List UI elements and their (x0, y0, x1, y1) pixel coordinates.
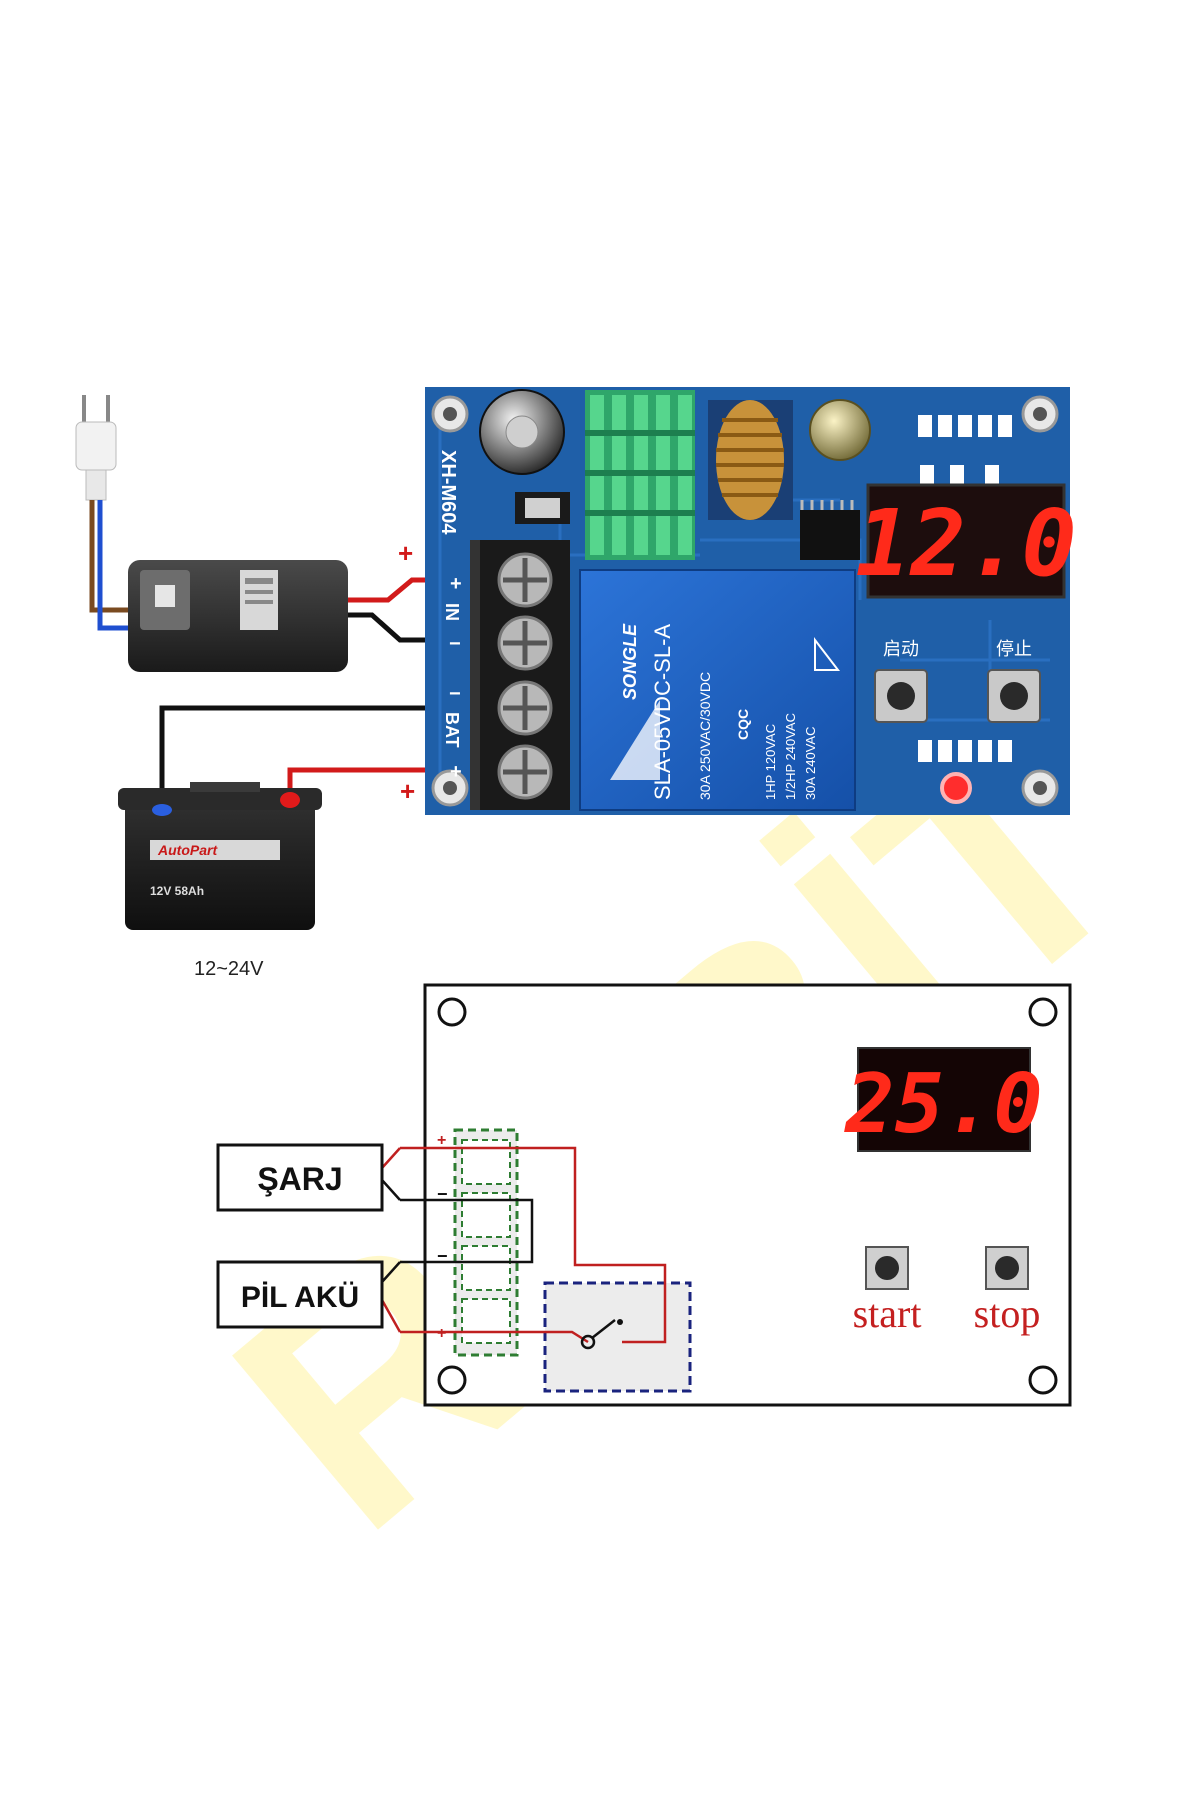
schematic-start-label: start (853, 1291, 922, 1336)
terminal-bat-label: BAT (442, 712, 462, 748)
schematic-relay (543, 1281, 692, 1393)
schematic-wire-internal-minus (400, 1198, 534, 1264)
schematic-wire-charge-plus (400, 1146, 667, 1344)
schematic-wire-pil-plus (380, 1299, 402, 1333)
display-reading: 12.0 (855, 490, 1077, 597)
terminal-in-label: IN (442, 603, 462, 621)
pcb-board: XH-M604 (425, 387, 1077, 815)
wire-plus-top-sign: + (398, 538, 413, 568)
schematic-sign-2: − (437, 1184, 448, 1204)
wire-bat-minus (159, 705, 465, 810)
relay-spec-2: 1HP 120VAC (763, 724, 778, 800)
schematic-stop-button[interactable] (985, 1246, 1029, 1290)
schematic-display-reading: 25.0 (843, 1057, 1042, 1152)
mount-hole (1028, 1365, 1058, 1395)
seven-segment-display (866, 483, 1066, 599)
terminal-block (470, 540, 570, 810)
relay-brand: SONGLE (620, 623, 640, 700)
terminal-screw (497, 680, 553, 736)
board-model-label: XH-M604 (437, 450, 459, 535)
power-plug (75, 395, 117, 501)
terminal-screw (497, 744, 553, 800)
inductor-coil (708, 400, 793, 520)
label-box-pil-aku (216, 1260, 384, 1329)
label-pil-aku: PİL AKÜ (241, 1281, 359, 1314)
label-box-sarj (216, 1143, 384, 1212)
schematic-stop-label: stop (974, 1291, 1041, 1336)
ic-chip (800, 510, 860, 560)
terminal-screw (497, 552, 553, 608)
relay-songle: SONGLE SLA-05VDC-SL-A 30A 250VAC/30VDC C… (579, 569, 856, 811)
mount-hole (1028, 997, 1058, 1027)
warning-triangle-icon (814, 637, 841, 671)
relay-spec-1: 30A 250VAC/30VDC (697, 672, 713, 800)
relay-spec-4: 30A 240VAC (803, 727, 818, 800)
wire-plus-bottom-sign: + (400, 776, 415, 806)
relay-cqc: CQC (735, 709, 751, 740)
terminal-bat-minus: − (449, 683, 461, 705)
heatsink (585, 390, 695, 560)
schematic-sign-3: − (437, 1246, 448, 1266)
schematic-start-button[interactable] (865, 1246, 909, 1290)
schematic-sign-4: + (437, 1325, 446, 1342)
mains-cable-blue (97, 500, 138, 631)
terminal-screw (497, 615, 553, 671)
schematic-wire-sarj-plus (381, 1147, 401, 1169)
label-sarj: ŞARJ (257, 1161, 342, 1197)
battery-voltage-caption: 12~24V (194, 958, 264, 980)
schematic-wire-sarj-minus (381, 1179, 401, 1201)
schematic-wire-pil-minus (381, 1261, 401, 1283)
schematic-board: 25.0 + − − + start stop (400, 983, 1072, 1407)
power-adapter (128, 560, 348, 672)
start-button-label-cn: 启动 (883, 639, 919, 659)
stop-button-label-cn: 停止 (996, 639, 1032, 659)
terminal-in-minus: − (449, 633, 461, 655)
car-battery: AutoPart 12V 58Ah (118, 782, 322, 930)
terminal-bat-plus: + (450, 761, 462, 783)
battery-label: 12V 58Ah (150, 884, 204, 898)
battery-brand: AutoPart (157, 842, 218, 858)
schematic-display (857, 1047, 1031, 1152)
capacitor-small (809, 399, 871, 461)
terminal-in-plus: + (450, 573, 462, 595)
status-led (940, 772, 972, 804)
mount-hole (437, 1365, 467, 1395)
relay-spec-3: 1/2HP 240VAC (783, 713, 798, 800)
mains-cable-brown (89, 500, 138, 613)
relay-model: SLA-05VDC-SL-A (650, 624, 675, 800)
mount-hole (437, 997, 467, 1027)
schematic-sign-1: + (437, 1132, 446, 1149)
